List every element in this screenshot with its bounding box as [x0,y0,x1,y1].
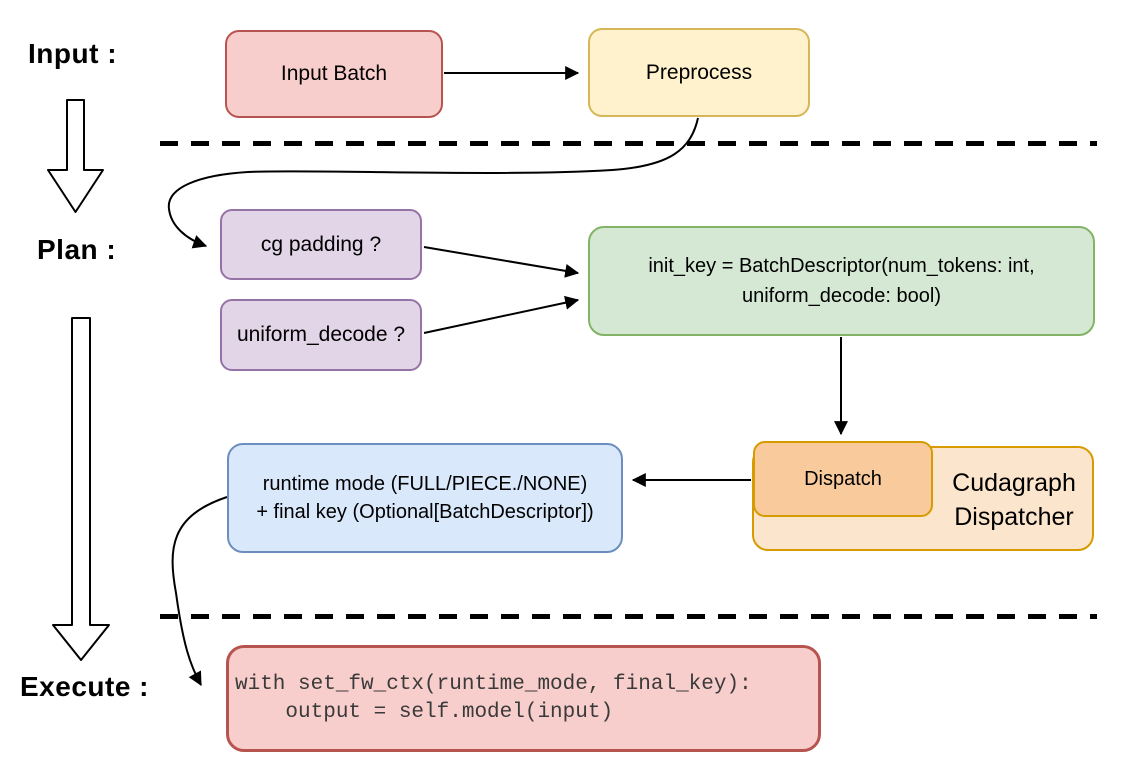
execute-code-line2: output = self.model(input) [235,700,614,724]
execute-code-node: with set_fw_ctx(runtime_mode, final_key)… [226,645,821,752]
uniform-decode-label: uniform_decode ? [236,323,406,346]
execute-code-line1: with set_fw_ctx(runtime_mode, final_key)… [235,672,752,696]
dispatch-label: Dispatch [804,467,882,490]
input-batch-node: Input Batch [225,30,443,118]
arrow-preprocess-to-cgpadding [167,117,699,249]
runtime-mode-line1: runtime mode (FULL/PIECE./NONE) [262,473,588,495]
cudagraph-label-line1: Cudagraph [952,469,1076,497]
cudagraph-dispatcher-label: Cudagraph Dispatcher [933,466,1095,536]
input-to-plan-arrow-icon [47,99,104,213]
cg-padding-node: cg padding ? [220,209,422,280]
input-batch-label: Input Batch [280,62,388,85]
plan-to-execute-arrow-icon [52,317,110,661]
preprocess-label: Preprocess [645,60,753,84]
uniform-decode-node: uniform_decode ? [220,299,422,371]
input-section-label: Input : [28,38,118,69]
cg-padding-label: cg padding ? [260,232,382,256]
runtime-mode-node: runtime mode (FULL/PIECE./NONE) + final … [227,443,623,553]
plan-section-label: Plan : [37,234,117,265]
arrow-uniformdecode-to-initkey [423,295,580,334]
preprocess-node: Preprocess [588,28,810,117]
arrow-runtime-to-execute [171,496,228,687]
init-key-node: init_key = BatchDescriptor(num_tokens: i… [588,226,1095,336]
init-key-line1: init_key = BatchDescriptor(num_tokens: i… [648,255,1035,277]
execute-section-label: Execute : [20,671,149,702]
arrow-cgpadding-to-initkey [423,246,580,278]
dispatch-node: Dispatch [753,441,933,517]
runtime-mode-line2: + final key (Optional[BatchDescriptor]) [256,501,594,523]
init-key-line2: uniform_decode: bool) [741,285,941,307]
cudagraph-label-line2: Dispatcher [954,503,1074,531]
